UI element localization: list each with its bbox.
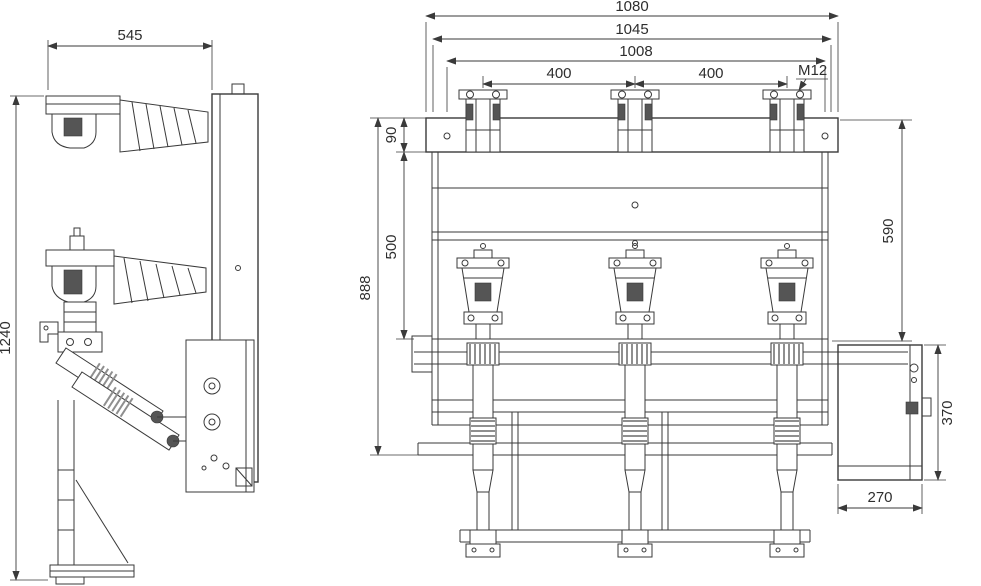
callout-bolt-label: M12 bbox=[798, 62, 827, 79]
dim-pole-pitch-left-label: 400 bbox=[546, 65, 571, 82]
dim-side-height: 1240 bbox=[0, 95, 48, 581]
dim-side-width: 545 bbox=[47, 27, 213, 90]
side-view bbox=[39, 83, 259, 585]
side-interlock-hook bbox=[39, 321, 59, 343]
dim-overall-width: 1080 bbox=[425, 0, 839, 112]
dim-frame-width-label: 1045 bbox=[615, 21, 648, 38]
side-upper-bushing bbox=[45, 95, 209, 153]
front-view bbox=[411, 89, 932, 557]
side-mechanism-plate bbox=[185, 339, 255, 493]
pole-left bbox=[457, 89, 509, 557]
dim-pole-pitch-left: 400 bbox=[482, 65, 636, 88]
dim-upper-span-label: 500 bbox=[383, 234, 400, 259]
dim-side-height-label: 1240 bbox=[0, 321, 14, 354]
pole-right bbox=[761, 89, 813, 557]
dim-overall-width-label: 1080 bbox=[615, 0, 648, 15]
dim-right-span: 590 bbox=[832, 119, 912, 342]
dim-mech-depth: 270 bbox=[837, 484, 923, 514]
dim-mech-height: 370 bbox=[924, 344, 956, 481]
dim-frame-width: 1045 bbox=[432, 21, 832, 112]
dim-mount-width-label: 1008 bbox=[619, 43, 652, 60]
mechanism-box-front bbox=[837, 344, 932, 481]
dim-upper-span: 500 bbox=[383, 151, 414, 340]
side-middle-bushing bbox=[45, 227, 207, 333]
dim-pole-pitch-right-label: 400 bbox=[698, 65, 723, 82]
pole-middle bbox=[609, 89, 661, 557]
callout-bolt: M12 bbox=[796, 62, 828, 91]
side-base-leg bbox=[49, 400, 135, 585]
dim-mech-height-label: 370 bbox=[939, 400, 956, 425]
dim-mount-width: 1008 bbox=[446, 43, 826, 112]
side-fuse-holder bbox=[55, 331, 188, 451]
dimensions: 545 1240 1080 1045 1008 bbox=[0, 0, 956, 581]
dim-mech-depth-label: 270 bbox=[867, 489, 892, 506]
dim-frame-height: 888 bbox=[357, 117, 418, 456]
dim-frame-height-label: 888 bbox=[357, 275, 374, 300]
dim-rail-height-label: 90 bbox=[383, 127, 400, 144]
dim-side-width-label: 545 bbox=[117, 27, 142, 44]
dim-right-span-label: 590 bbox=[880, 218, 897, 243]
dim-pole-pitch-right: 400 bbox=[634, 65, 788, 88]
